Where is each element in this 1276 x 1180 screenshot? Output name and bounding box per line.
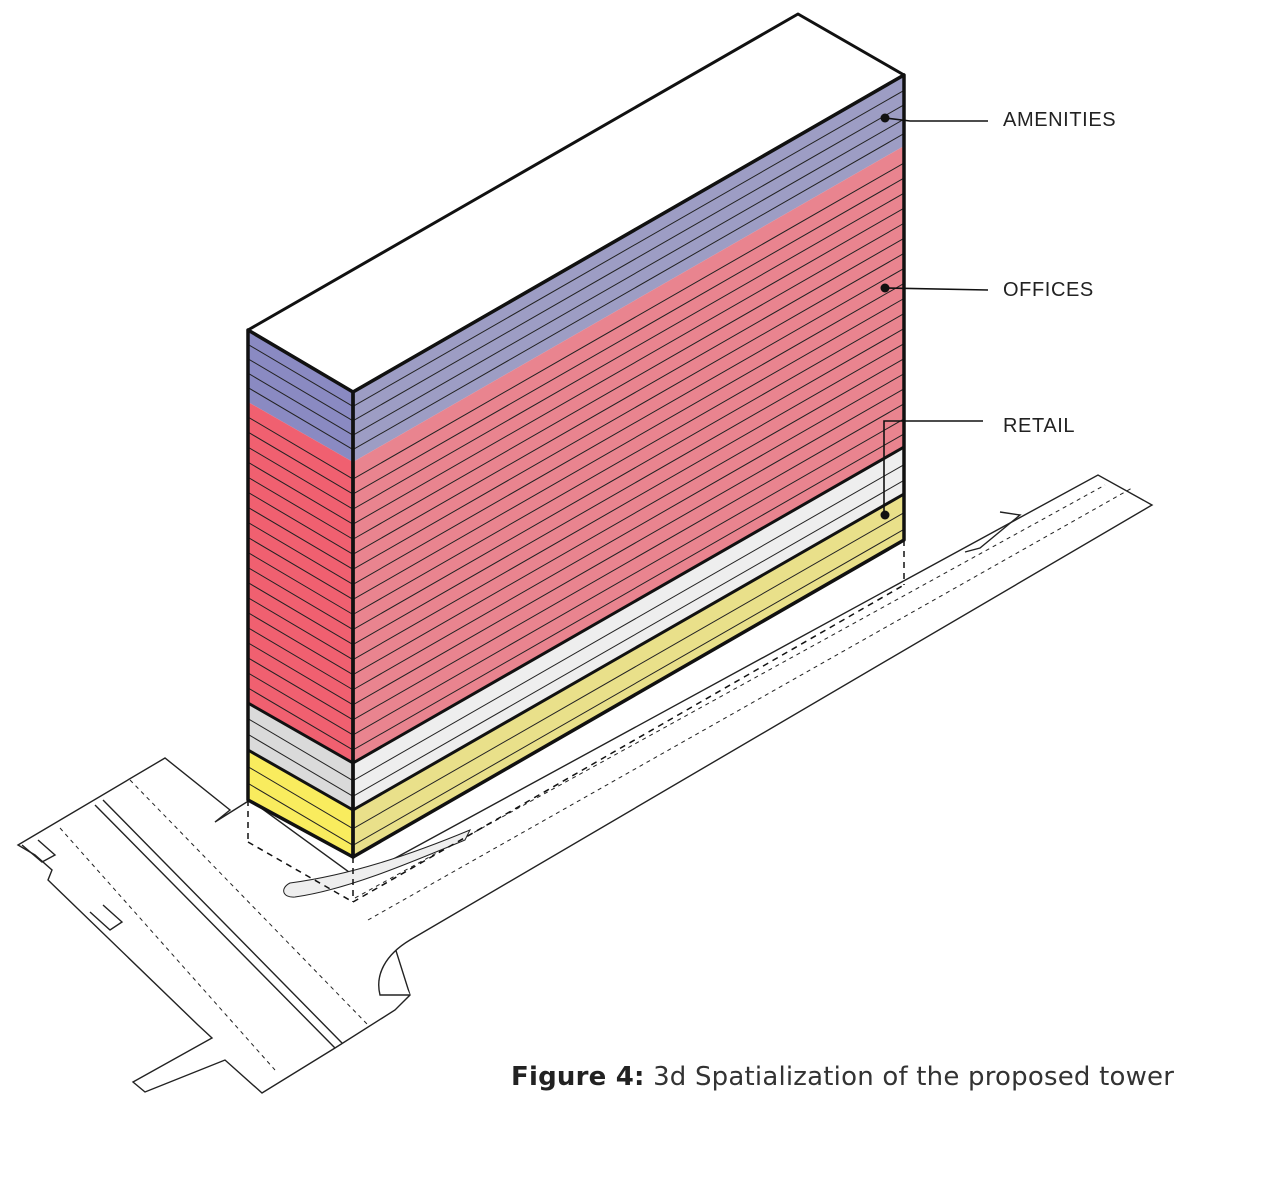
site-plan bbox=[16, 474, 1154, 1094]
cross-street-line bbox=[94, 804, 336, 1049]
offices-dot bbox=[880, 283, 890, 293]
amenities-leader bbox=[884, 117, 988, 122]
cross-street-line bbox=[102, 799, 343, 1044]
figure-caption-label: Figure 4: bbox=[511, 1062, 645, 1092]
main-street bbox=[354, 474, 1154, 996]
offices-side bbox=[353, 146, 904, 763]
tower-outline bbox=[246, 73, 906, 859]
retail-leader bbox=[883, 420, 983, 515]
main-street-dash bbox=[354, 484, 1106, 899]
leader-dots bbox=[880, 113, 890, 520]
curb-notch bbox=[21, 839, 57, 863]
label-offices: OFFICES bbox=[1003, 279, 1094, 301]
drop-off-lane bbox=[283, 829, 472, 898]
lobby-side bbox=[353, 447, 904, 810]
cross-street-dash bbox=[129, 779, 369, 1026]
retail-dot bbox=[880, 510, 890, 520]
label-retail: RETAIL bbox=[1003, 415, 1075, 437]
offices-leader bbox=[884, 287, 989, 291]
curb-notch bbox=[89, 904, 124, 931]
amenities-dot bbox=[880, 113, 890, 123]
amenities-front bbox=[248, 330, 353, 462]
ground-footprint bbox=[247, 540, 905, 903]
figure-caption-text: 3d Spatialization of the proposed tower bbox=[653, 1062, 1175, 1092]
lobby-front bbox=[248, 703, 353, 810]
figure-caption: Figure 4: 3d Spatialization of the propo… bbox=[511, 1062, 1174, 1092]
tower bbox=[246, 12, 906, 859]
label-amenities: AMENITIES bbox=[1003, 109, 1116, 131]
cross-street-dash bbox=[59, 827, 276, 1071]
leaders bbox=[883, 117, 989, 515]
main-street-dash bbox=[367, 487, 1133, 921]
curb-notch bbox=[964, 511, 1022, 553]
amenities-side bbox=[353, 75, 904, 462]
